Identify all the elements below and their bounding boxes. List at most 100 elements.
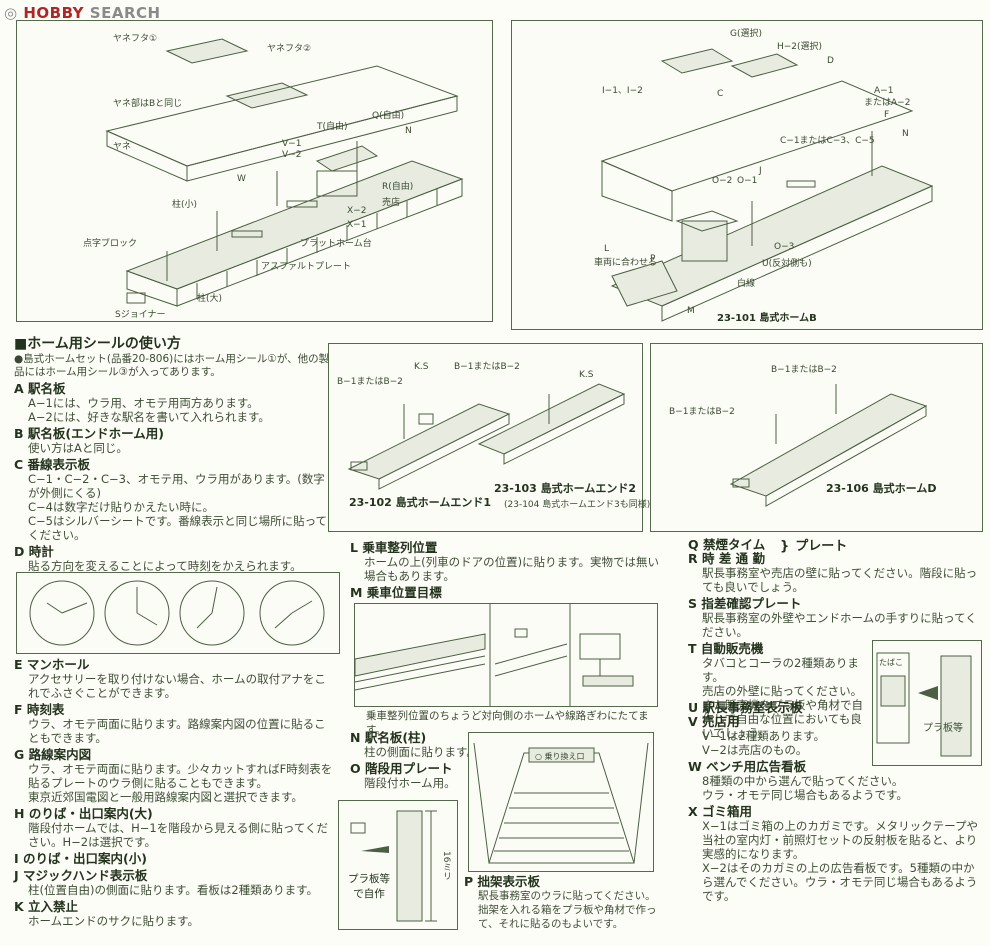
clock-drawing xyxy=(29,580,325,646)
boarding-position-drawing xyxy=(354,604,634,706)
clock-2 xyxy=(104,580,170,646)
label-r: R(自由) xyxy=(382,180,413,192)
platform-exploded-drawing: ヤネフタ① ヤネフタ② ヤネ部はBと同じ ヤネ Q(自由) N T(自由) V−… xyxy=(83,33,464,320)
label-c-top: C xyxy=(717,89,723,99)
label-platform-dai: プラットホーム台 xyxy=(300,237,372,249)
seal-usage-title: ■ホーム用シールの使い方 xyxy=(14,336,181,352)
label-t: T(自由) xyxy=(316,120,348,132)
label-q: Q(自由) xyxy=(372,109,404,121)
clock-faces xyxy=(16,572,340,654)
logo-icon: ◎ xyxy=(4,4,18,22)
item-s: S 指差確認プレート 駅長事務室の外壁やエンドホームの手すりに貼ってください。 xyxy=(688,596,977,640)
item-w: W ベンチ用広告看板 8種類の中から選んで貼ってください。 ウラ・オモテ同じ場合… xyxy=(688,759,908,803)
item-x: X ゴミ箱用 X−1はゴミ箱の上のカガミです。メタリックテープや当社の室内灯・前… xyxy=(688,804,978,904)
mid-items-n-o: N 駅名板(柱) 柱の側面に貼ります。 O 階段用プレート 階段付ホーム用。 xyxy=(350,730,478,791)
brace-plate: }プレート xyxy=(780,539,848,554)
caption-end2: 23-103 島式ホームエンド2 xyxy=(494,481,636,495)
seal-item-d: D 時計 貼る方向を変えることによって時刻をかえられます。 xyxy=(14,544,302,574)
label-baiten: 売店 xyxy=(382,196,400,208)
label-o2: O−2 xyxy=(712,176,732,186)
label-tenji-block: 点字ブロック xyxy=(83,237,137,249)
figure-boarding-position xyxy=(354,603,658,707)
label-hashira-dai: 柱(大) xyxy=(197,292,222,304)
caption-end1: 23-102 島式ホームエンド1 xyxy=(349,495,491,509)
label-b-2: B−1またはB−2 xyxy=(454,361,520,372)
label-n2: N xyxy=(902,129,909,139)
label-b-d2: B−1またはB−2 xyxy=(669,406,735,417)
label-c-multi: C−1またはC−3、C−5 xyxy=(780,135,875,146)
end-platforms-drawing: K.S B−1またはB−2 B−1またはB−2 K.S 23-102 島式ホーム… xyxy=(337,361,650,510)
figure-platform-b: G(選択) H−2(選択) D I−1、I−2 C A−1 またはA−2 F N… xyxy=(511,20,983,330)
seal-usage-section: ■ホーム用シールの使い方 ●島式ホームセット(品番20-806)にはホーム用シー… xyxy=(14,333,332,573)
label-g: G(選択) xyxy=(730,27,762,39)
stairs-drawing: ○ 乗り換え口 xyxy=(473,742,649,864)
figure-platform-d: B−1またはB−2 B−1またはB−2 23-106 島式ホームD xyxy=(650,343,983,532)
mid-item-p: P 拙架表示板 駅長事務室のウラに貼ってください。 拙架を入れる箱をプラ板や角材… xyxy=(464,874,657,931)
seal-item-b: B 駅名板(エンドホーム用) 使い方はAと同じ。 xyxy=(14,426,164,456)
label-x1: X−1 xyxy=(347,220,366,230)
label-p: P xyxy=(650,254,656,264)
stairs-sign-text: ○ 乗り換え口 xyxy=(535,751,585,761)
label-b-1: B−1またはB−2 xyxy=(337,376,403,387)
figure-platform-exploded: ヤネフタ① ヤネフタ② ヤネ部はBと同じ ヤネ Q(自由) N T(自由) V−… xyxy=(16,20,493,322)
label-j: J xyxy=(758,166,762,176)
seal-item-i: I のりば・出口案内(小) xyxy=(14,851,147,866)
right-items-q-s: Q 禁煙タイム R 時 差 通 勤 }プレート 駅長事務室や売店の壁に貼ってくだ… xyxy=(688,537,983,741)
seal-item-c: C 番線表示板 C−1・C−2・C−3、オモテ用、ウラ用があります。(数字が外側… xyxy=(14,457,328,543)
label-a2: またはA−2 xyxy=(864,97,910,108)
label-ks-1: K.S xyxy=(414,362,429,372)
pla-board-drawing xyxy=(350,810,437,922)
logo-word: SEARCH xyxy=(89,4,161,22)
label-w: W xyxy=(237,174,246,184)
label-a1: A−1 xyxy=(874,86,893,96)
vending-machine-drawing: たばこ プラ板等 xyxy=(876,652,972,757)
seal-item-f: F 時刻表 ウラ、オモテ両面に貼ります。路線案内図の位置に貼ることもできます。 xyxy=(14,702,326,746)
item-q-r: Q 禁煙タイム R 時 差 通 勤 }プレート 駅長事務室や売店の壁に貼ってくだ… xyxy=(688,537,978,595)
label-h2: H−2(選択) xyxy=(777,40,822,52)
clock-4 xyxy=(259,580,325,646)
label-yanefuta1: ヤネフタ① xyxy=(113,33,157,44)
caption-platform-d: 23-106 島式ホームD xyxy=(826,481,936,495)
figure-stairs: ○ 乗り換え口 xyxy=(468,732,654,872)
figure-pla-board: プラ板等で自作 16ミリ xyxy=(338,800,458,930)
label-i: I−1、I−2 xyxy=(602,86,643,96)
item-t: T 自動販売機 タバコとコーラの2種類あります。 売店の外壁に貼ってください。ま… xyxy=(688,641,863,741)
boarding-position-caption: 乗車整列位置のちょうど対向側のホームや線路ぎわにたてます。 xyxy=(366,710,649,736)
label-l: L xyxy=(604,244,609,254)
label-f: F xyxy=(884,110,889,120)
label-yanefuta2: ヤネフタ② xyxy=(267,43,311,54)
label-hashira-sho: 柱(小) xyxy=(172,198,197,210)
label-o1: O−1 xyxy=(737,176,757,186)
seal-items-e-k: E マンホール アクセサリーを取り付けない場合、ホームの取付アナをこれでふさぐこ… xyxy=(14,655,334,929)
platform-side-hatching xyxy=(196,189,438,299)
hobby-search-logo[interactable]: ◎ HOBBY SEARCH xyxy=(4,4,161,22)
platform-b-drawing: G(選択) H−2(選択) D I−1、I−2 C A−1 またはA−2 F N… xyxy=(594,27,934,324)
label-align-car: 車両に合わせる xyxy=(594,256,657,268)
label-x2: X−2 xyxy=(347,206,366,216)
logo-brand: HOBBY xyxy=(23,4,85,22)
label-yane: ヤネ xyxy=(113,141,131,152)
item-v: V 売店用 V−1は2種類あります。 V−2は売店のもの。 xyxy=(688,714,825,758)
label-asphalt-plate: アスファルトプレート xyxy=(261,261,351,272)
label-yane-b: ヤネ部はBと同じ xyxy=(113,97,182,109)
right-items-u-x: U 駅長事務室表示板 V 売店用 V−1は2種類あります。 V−2は売店のもの。… xyxy=(688,698,983,904)
label-u: U(反対側も) xyxy=(762,257,812,269)
label-s-joiner: Sジョイナー xyxy=(115,309,166,320)
label-v1: V−1 xyxy=(282,139,301,149)
figure-vending-machine: たばこ プラ板等 xyxy=(872,640,982,766)
label-b-d1: B−1またはB−2 xyxy=(771,364,837,375)
label-o3: O−3 xyxy=(774,242,794,252)
vending-pla-label: プラ板等 xyxy=(923,721,963,734)
platform-d-drawing: B−1またはB−2 B−1またはB−2 23-106 島式ホームD xyxy=(669,364,936,507)
seal-item-g: G 路線案内図 ウラ、オモテ両面に貼ります。少々カットすればF時刻表を貼るプレー… xyxy=(14,747,333,805)
label-hakusen: 白線 xyxy=(737,277,755,289)
label-ks-2: K.S xyxy=(579,370,594,380)
caption-end3: (23-104 島式ホームエンド3も同様) xyxy=(504,498,650,510)
figure-end-platforms: K.S B−1またはB−2 B−1またはB−2 K.S 23-102 島式ホーム… xyxy=(328,343,650,532)
clock-1 xyxy=(29,580,95,646)
label-v2: V−2 xyxy=(282,150,301,160)
caption-platform-b: 23-101 島式ホームB xyxy=(717,311,817,324)
seal-item-j: J マジックハンド表示板 柱(位置自由)の側面に貼ります。看板は2種類あります。 xyxy=(14,868,318,898)
item-u: U 駅長事務室表示板 xyxy=(688,700,803,715)
label-n: N xyxy=(405,126,412,136)
